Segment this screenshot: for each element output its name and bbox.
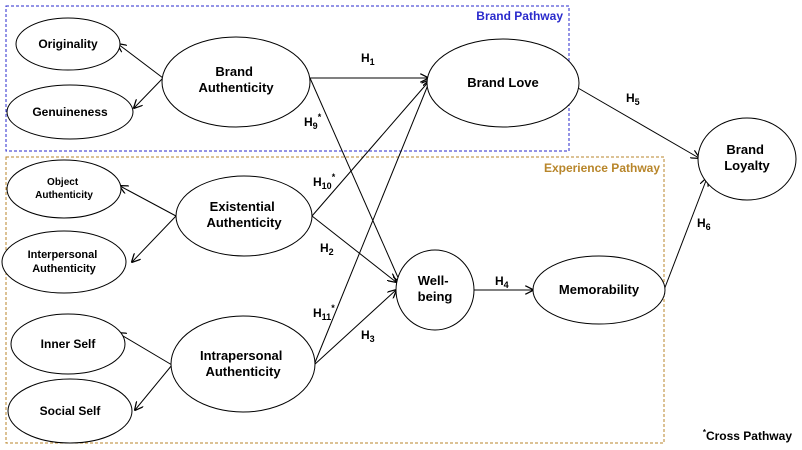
node-labels: Originality Genuineness Brand Authentici… — [28, 37, 771, 418]
footnote-marker: * — [702, 428, 706, 437]
label-brand-authenticity: Brand Authenticity — [198, 64, 274, 95]
hypothesis-labels: H1 H9* H10* H2 H11* H3 H4 H5 H6 — [304, 51, 711, 344]
label-h9: H9* — [304, 112, 322, 131]
edge-intrapersonal-socialself — [135, 364, 173, 410]
edge-h2 — [311, 215, 396, 282]
label-h1: H1 — [361, 51, 375, 67]
label-originality: Originality — [38, 37, 98, 51]
label-h6: H6 — [697, 216, 711, 232]
label-h2: H2 — [320, 241, 334, 257]
edges — [118, 44, 707, 410]
edge-h10 — [311, 80, 430, 217]
node-originality — [15, 17, 121, 71]
edge-existential-interpersonal — [132, 215, 177, 262]
edge-h11 — [313, 80, 430, 366]
label-memorability: Memorability — [559, 282, 640, 297]
footnote-text: Cross Pathway — [705, 429, 792, 443]
label-h10: H10* — [313, 172, 336, 191]
node-object-authenticity — [6, 159, 122, 219]
edge-h6 — [663, 178, 707, 291]
experience-pathway-region — [5, 156, 665, 444]
node-inner-self — [10, 313, 126, 375]
label-interpersonal-authenticity: Interpersonal Authenticity — [28, 249, 101, 275]
node-well-being — [395, 249, 475, 331]
label-well-being: Well- being — [418, 273, 453, 304]
label-brand-loyalty: Brand Loyalty — [724, 142, 770, 173]
label-h11: H11* — [313, 303, 335, 322]
node-brand-love — [426, 38, 580, 128]
node-memorability — [532, 255, 666, 325]
edge-brand-authenticity-originality — [118, 44, 164, 79]
edge-brand-authenticity-genuineness — [134, 77, 164, 108]
label-intrapersonal-authenticity: Intrapersonal Authenticity — [200, 348, 286, 379]
label-h4: H4 — [495, 274, 509, 290]
footnote-cross-pathway: *Cross Pathway — [703, 428, 792, 443]
label-social-self: Social Self — [40, 404, 102, 418]
label-object-authenticity: Object Authenticity — [35, 177, 93, 201]
edge-h9 — [309, 77, 400, 282]
node-brand-authenticity — [161, 36, 311, 128]
node-genuineness — [6, 84, 134, 140]
label-h3: H3 — [361, 328, 375, 344]
label-brand-love: Brand Love — [467, 75, 539, 90]
label-inner-self: Inner Self — [41, 337, 97, 351]
node-brand-loyalty — [697, 117, 797, 201]
brand-pathway-label: Brand Pathway — [476, 9, 563, 23]
node-existential-authenticity — [175, 175, 313, 257]
experience-pathway-label: Experience Pathway — [544, 161, 660, 175]
label-existential-authenticity: Existential Authenticity — [206, 199, 282, 230]
node-social-self — [7, 378, 133, 444]
edge-intrapersonal-innerself — [118, 333, 173, 366]
nodes — [1, 17, 797, 444]
label-h5: H5 — [626, 91, 640, 107]
label-genuineness: Genuineness — [32, 105, 108, 119]
node-intrapersonal-authenticity — [170, 315, 316, 413]
edge-h3 — [313, 290, 396, 366]
edge-h5 — [577, 87, 699, 158]
node-interpersonal-authenticity — [1, 230, 127, 294]
edge-existential-object — [120, 186, 177, 217]
